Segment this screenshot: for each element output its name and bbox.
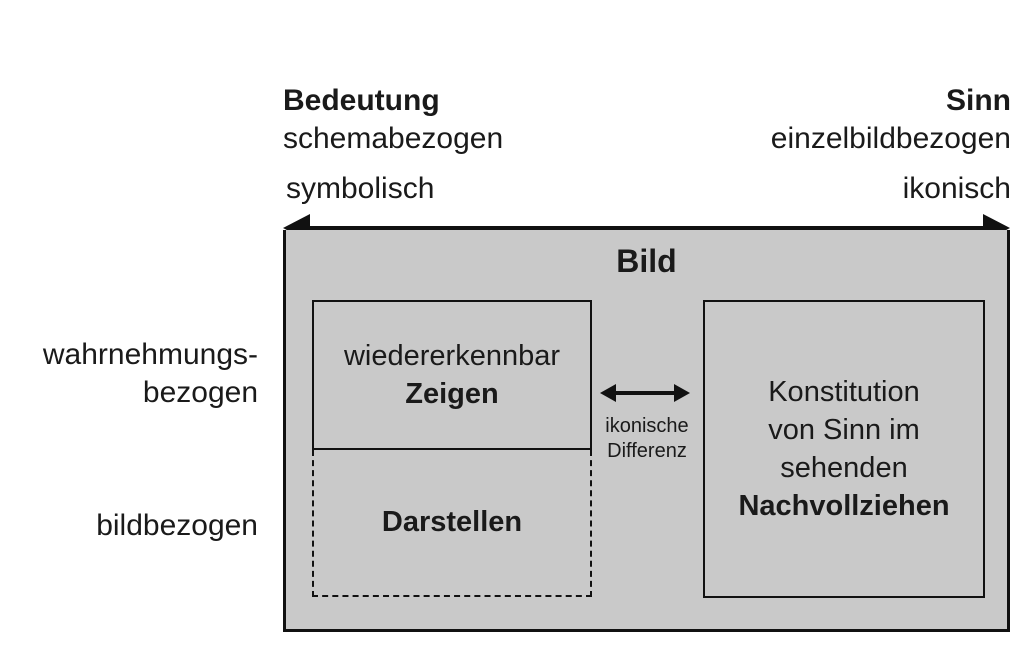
differenz-arrow-shaft	[610, 391, 680, 395]
differenz-arrowhead-left-icon	[600, 384, 616, 402]
darstellen-box: Darstellen	[312, 450, 592, 597]
header-right-block: Sinn einzelbildbezogen	[771, 82, 1011, 158]
bild-box: Bild wiedererkennbar Zeigen Darstellen K…	[283, 230, 1010, 632]
differenz-label-line-1: ikonische	[605, 415, 689, 437]
axis-arrow-shaft	[297, 226, 996, 231]
label-ikonisch: ikonisch	[902, 172, 1011, 205]
label-wahrnehmungsbezogen: wahrnehmungs- bezogen	[43, 336, 258, 412]
label-bildbezogen: bildbezogen	[96, 509, 258, 542]
konstitution-line-4: Nachvollziehen	[738, 490, 950, 522]
differenz-label-line-2: Differenz	[607, 440, 687, 462]
label-schemabezogen: schemabezogen	[283, 122, 504, 155]
konstitution-line-3: sehenden	[780, 452, 908, 484]
ikonische-differenz-label: ikonische Differenz	[585, 414, 709, 464]
bild-title: Bild	[616, 243, 677, 279]
ikonische-differenz-arrow	[600, 384, 690, 402]
wahrnehmungs-line-1: wahrnehmungs-	[42, 338, 258, 371]
zeigen-box: wiedererkennbar Zeigen	[312, 300, 592, 450]
wahrnehmungs-line-2: bezogen	[142, 376, 258, 409]
darstellen-label: Darstellen	[381, 506, 523, 538]
zeigen-line-2: Zeigen	[405, 378, 499, 410]
konstitution-box: Konstitution von Sinn im sehenden Nachvo…	[703, 300, 985, 598]
label-sinn: Sinn	[946, 84, 1011, 117]
zeigen-line-1: wiedererkennbar	[343, 340, 560, 372]
konstitution-line-1: Konstitution	[768, 376, 920, 408]
differenz-arrowhead-right-icon	[674, 384, 690, 402]
konstitution-line-2: von Sinn im	[768, 414, 920, 446]
header-left-block: Bedeutung schemabezogen	[283, 82, 503, 158]
label-einzelbildbezogen: einzelbildbezogen	[770, 122, 1011, 155]
label-symbolisch: symbolisch	[286, 172, 435, 205]
label-bedeutung: Bedeutung	[283, 84, 440, 117]
